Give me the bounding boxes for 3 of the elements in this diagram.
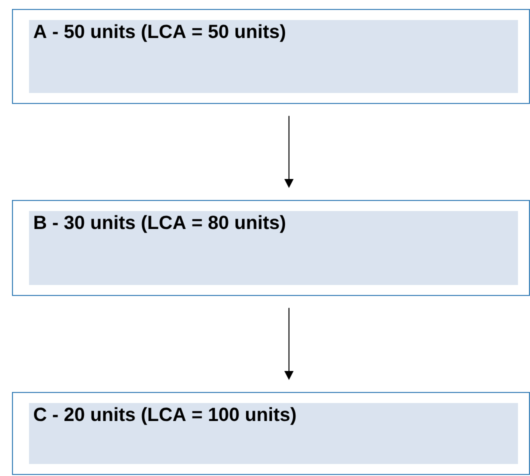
process-box: B - 30 units (LCA = 80 units)	[12, 200, 530, 296]
process-box: C - 20 units (LCA = 100 units)	[12, 392, 530, 475]
process-box: A - 50 units (LCA = 50 units)	[12, 9, 530, 104]
